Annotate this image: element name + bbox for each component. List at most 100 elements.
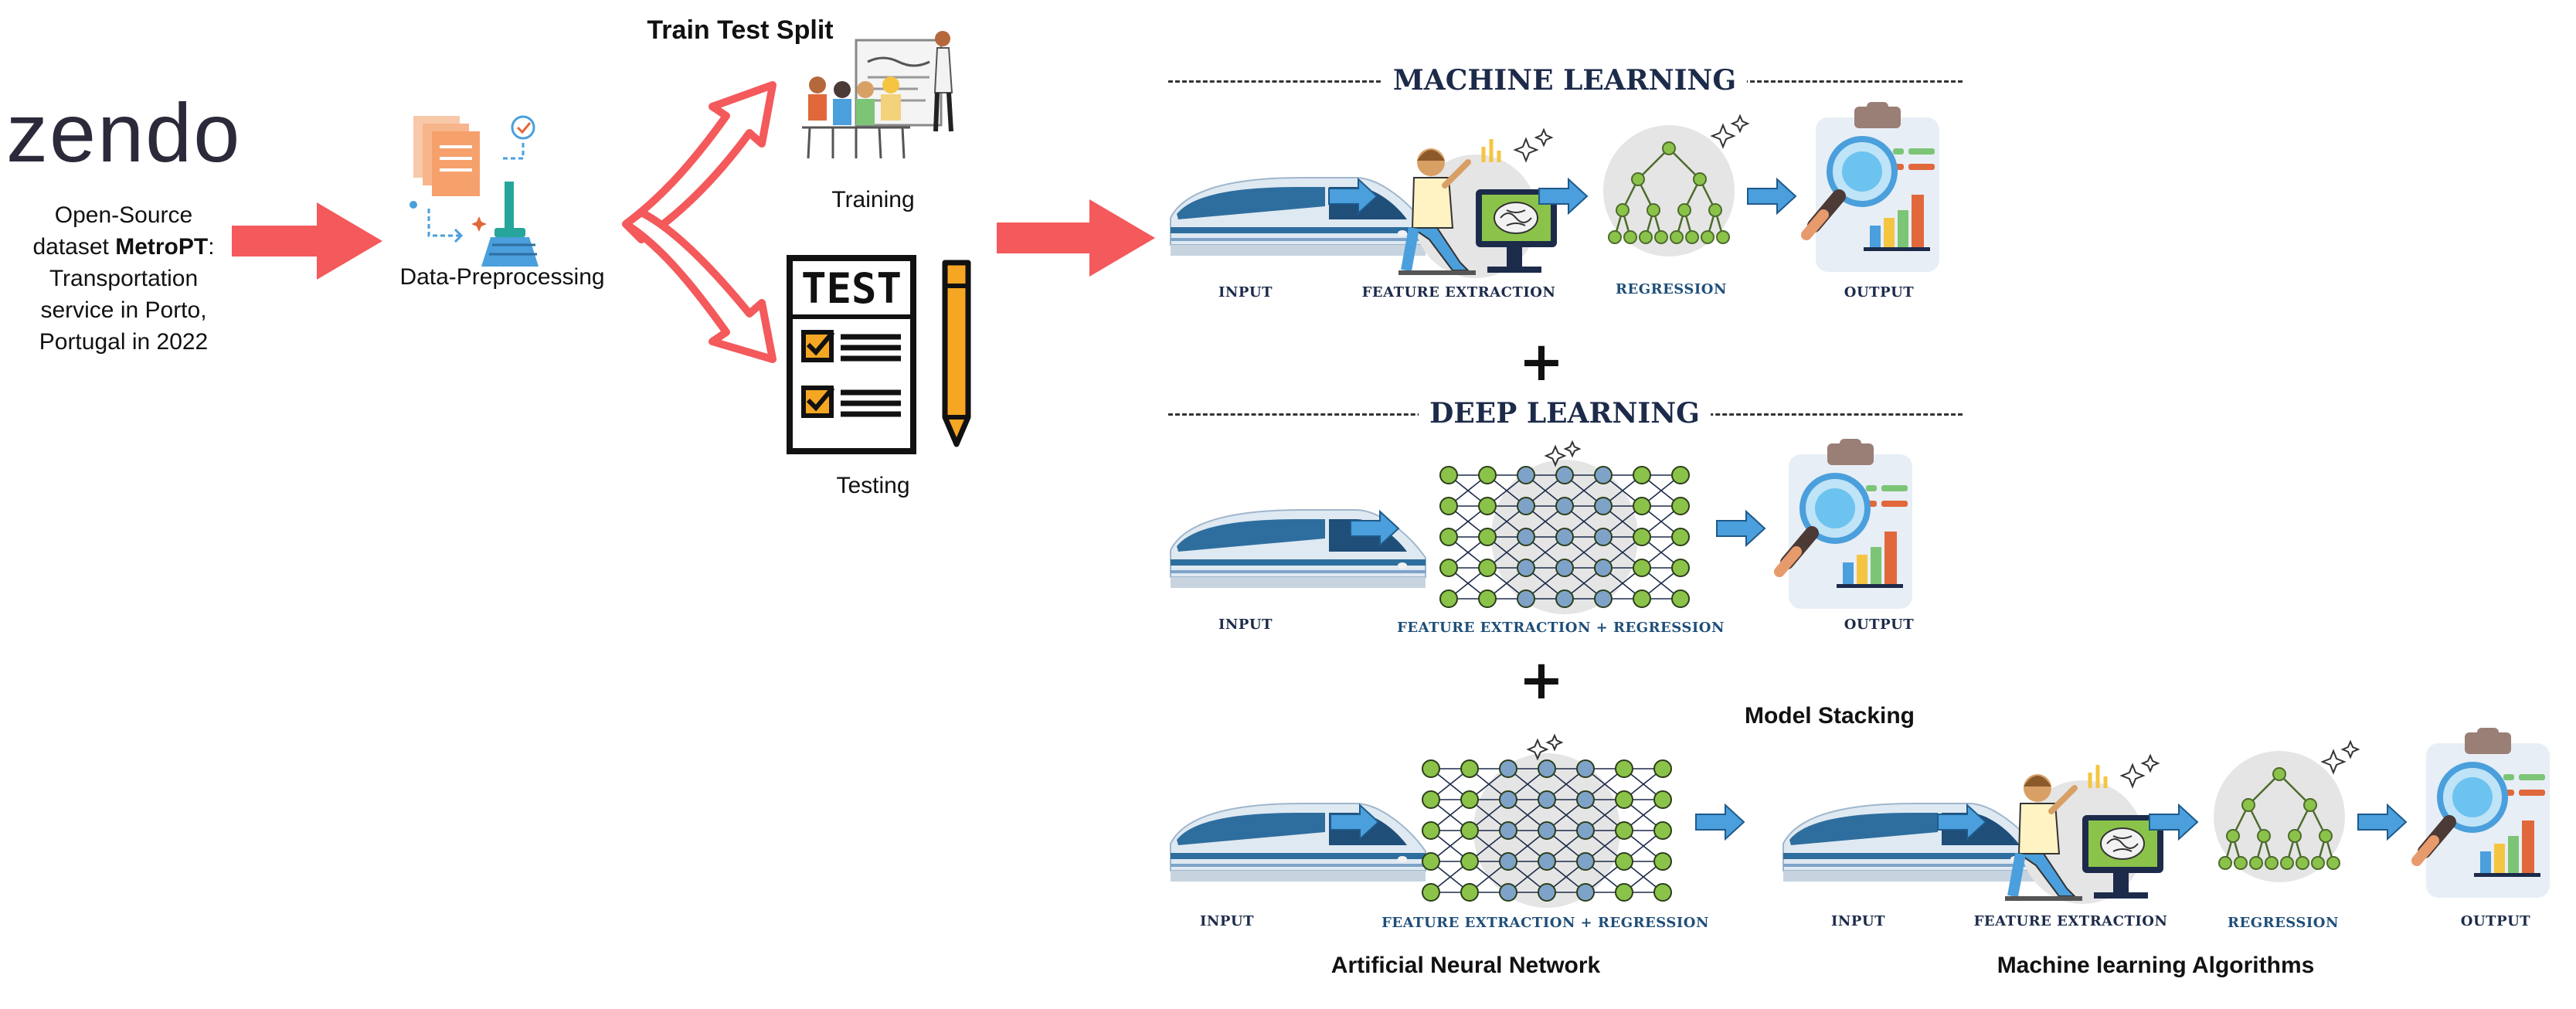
nn-node xyxy=(1538,852,1556,871)
nn-node xyxy=(1576,852,1595,871)
data-preprocessing-icon xyxy=(410,115,539,267)
nn-node xyxy=(1633,559,1651,577)
regression-tree-icon xyxy=(2212,740,2360,884)
model-stacking-title: Model Stacking xyxy=(1744,703,1915,729)
train-icon xyxy=(1170,803,1426,882)
nn-node xyxy=(1538,883,1556,902)
stack-regression-label: REGRESSION xyxy=(2228,915,2339,931)
training-classroom-icon xyxy=(802,31,953,159)
ml-feature-label: FEATURE EXTRACTION xyxy=(1361,284,1556,301)
nn-node xyxy=(1653,790,1672,809)
dl-feature-label: FEATURE EXTRACTION + REGRESSION xyxy=(1397,620,1725,636)
ann-label: Artificial Neural Network xyxy=(1330,953,1601,978)
testing-label: Testing xyxy=(836,473,910,498)
nn-node xyxy=(1517,466,1535,484)
nn-node xyxy=(1594,466,1613,484)
nn-node xyxy=(1439,528,1458,546)
caption-colon: : xyxy=(208,234,215,260)
nn-node xyxy=(1499,821,1517,840)
red-arrow-right-icon xyxy=(232,202,382,280)
caption-line-4: service in Porto, xyxy=(40,297,207,323)
nn-node xyxy=(1517,497,1535,515)
stack-feature-label-1: FEATURE EXTRACTION + REGRESSION xyxy=(1381,915,1709,931)
source-caption: Open-Source dataset MetroPT: Transportat… xyxy=(32,199,214,358)
nn-node xyxy=(1555,528,1574,546)
nn-node xyxy=(1422,759,1440,778)
nn-node xyxy=(1576,821,1595,840)
train-test-split-title: Train Test Split xyxy=(647,15,834,45)
nn-node xyxy=(1478,589,1497,608)
nn-node xyxy=(1439,559,1458,577)
neural-network-icon xyxy=(1439,440,1690,614)
output-report-icon xyxy=(1793,102,1955,280)
nn-node xyxy=(1460,883,1479,902)
plus-icon: + xyxy=(1518,330,1565,393)
feature-extraction-person-icon xyxy=(1391,155,1561,263)
nn-node xyxy=(1439,466,1458,484)
nn-node xyxy=(1499,883,1517,902)
dl-output-label: OUTPUT xyxy=(1844,617,1915,633)
nn-node xyxy=(1671,589,1690,608)
nn-node xyxy=(1576,790,1595,809)
ml-header: MACHINE LEARNING xyxy=(1381,64,1748,97)
nn-node xyxy=(1615,883,1633,902)
nn-node xyxy=(1633,528,1651,546)
plus-icon: + xyxy=(1518,648,1565,712)
nn-node xyxy=(1555,466,1574,484)
caption-metropt: MetroPT xyxy=(115,234,209,260)
blue-arrow-icon xyxy=(1937,804,1986,840)
nn-node xyxy=(1422,790,1440,809)
nn-node xyxy=(1478,528,1497,546)
nn-node xyxy=(1671,466,1690,484)
nn-node xyxy=(1555,559,1574,577)
blue-arrow-icon xyxy=(1716,511,1765,546)
feature-extraction-person-icon xyxy=(1997,780,2167,888)
regression-tree-icon xyxy=(1602,114,1749,258)
stack-input-label-2: INPUT xyxy=(1831,913,1885,929)
nn-node xyxy=(1653,883,1672,902)
ml-output-label: OUTPUT xyxy=(1844,284,1915,301)
nn-node xyxy=(1594,559,1613,577)
nn-node xyxy=(1517,559,1535,577)
nn-node xyxy=(1615,852,1633,871)
nn-node xyxy=(1499,852,1517,871)
blue-arrow-icon xyxy=(1695,804,1745,840)
nn-node xyxy=(1671,497,1690,515)
nn-node xyxy=(1594,528,1613,546)
nn-node xyxy=(1478,559,1497,577)
nn-node xyxy=(1478,497,1497,515)
nn-node xyxy=(1633,589,1651,608)
nn-node xyxy=(1538,821,1556,840)
ml-algorithms-label: Machine learning Algorithms xyxy=(1997,953,2315,978)
nn-node xyxy=(1422,883,1440,902)
zendo-logo: zendo xyxy=(6,86,242,179)
stack-feature-label-2: FEATURE EXTRACTION xyxy=(1973,913,2168,929)
nn-node xyxy=(1555,497,1574,515)
nn-node xyxy=(1517,589,1535,608)
nn-node xyxy=(1615,759,1633,778)
nn-node xyxy=(1439,589,1458,608)
dl-input-label: INPUT xyxy=(1218,617,1273,633)
blue-arrow-icon xyxy=(2149,804,2198,840)
blue-arrow-icon xyxy=(1350,511,1399,546)
split-arrows-icon xyxy=(622,81,777,363)
blue-arrow-icon xyxy=(1328,178,1378,214)
nn-node xyxy=(1499,790,1517,809)
ml-regression-label: REGRESSION xyxy=(1616,281,1727,297)
nn-node xyxy=(1671,528,1690,546)
nn-node xyxy=(1615,790,1633,809)
preprocessing-label: Data-Preprocessing xyxy=(399,264,605,290)
caption-line-1: Open-Source xyxy=(54,202,193,228)
nn-node xyxy=(1422,821,1440,840)
nn-node xyxy=(1633,497,1651,515)
train-icon xyxy=(1170,177,1426,256)
nn-node xyxy=(1653,759,1672,778)
nn-node xyxy=(1538,790,1556,809)
nn-node xyxy=(1555,589,1574,608)
blue-arrow-icon xyxy=(1538,178,1588,214)
nn-node xyxy=(1422,852,1440,871)
ml-input-label: INPUT xyxy=(1218,284,1273,301)
stack-input-label-1: INPUT xyxy=(1200,913,1254,929)
nn-node xyxy=(1594,497,1613,515)
nn-node xyxy=(1439,497,1458,515)
